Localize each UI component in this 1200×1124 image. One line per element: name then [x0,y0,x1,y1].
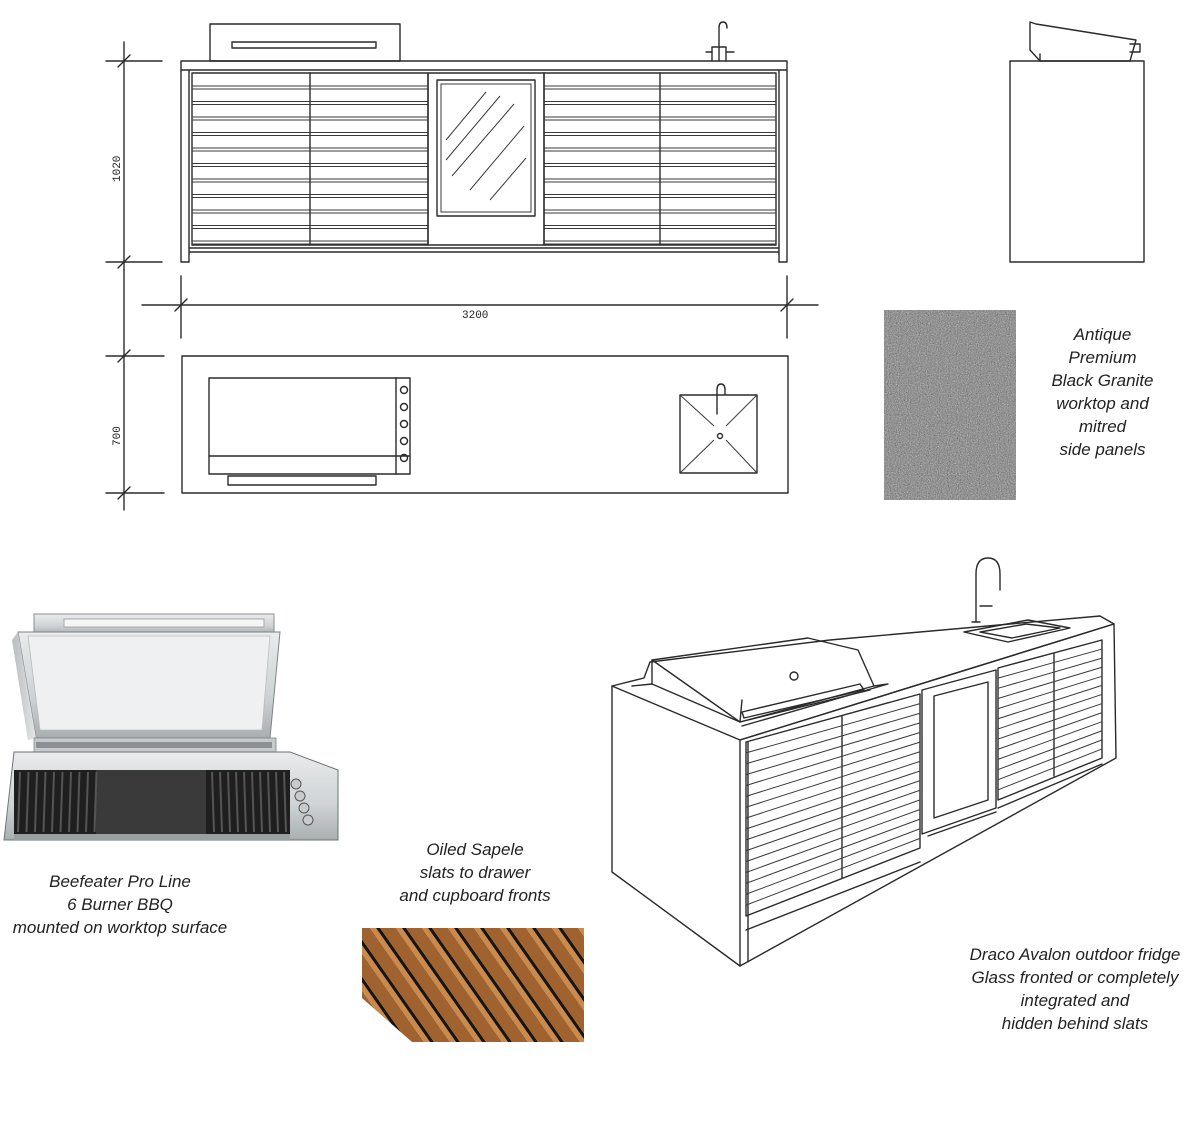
front-slats-right [544,85,776,245]
width-dimension-label: 3200 [462,310,488,322]
bbq-note: Beefeater Pro Line 6 Burner BBQ mounted … [12,872,228,937]
perspective-sketch [611,557,1117,967]
side-panels-elevation [180,69,788,263]
tap-plan-icon [716,383,726,415]
bbq-control-knobs [399,385,409,463]
worktop-elevation [180,60,788,71]
bbq-plan [208,377,411,475]
perspective-fridge [921,669,997,835]
front-elevation: 1020 3200 [105,21,819,339]
plan-view: 700 [105,269,789,511]
depth-dimension-label: 700 [112,426,124,446]
fridge-elevation [427,72,545,246]
slats-note: Oiled Sapele slats to drawer and cupboar… [399,840,551,905]
sapele-slats-photo [362,928,584,1042]
perspective-bbq [631,637,889,727]
worktop-plan [181,355,789,494]
glass-reflection-lines [445,91,527,201]
fridge-note: Draco Avalon outdoor fridge Glass fronte… [969,945,1181,1033]
height-dimension-label: 1020 [112,156,124,182]
side-elevation [1009,21,1145,263]
perspective-tap-icon [975,557,1001,623]
perspective-sink [963,619,1071,643]
tap-icon [705,21,735,62]
perspective-slats-right [997,648,1103,791]
depth-dimension: 700 [105,269,165,511]
granite-swatch [884,310,1016,500]
granite-note: Antique Premium Black Granite worktop an… [1051,325,1154,459]
width-dimension: 3200 [141,275,819,339]
height-dimension: 1020 [105,41,163,271]
perspective-slats-left [745,703,921,906]
fridge-glass-door [436,79,536,217]
sink-plan [679,394,758,474]
front-slats-left [192,85,428,245]
bbq-handle [231,41,377,49]
bbq-photo-illustration [3,613,339,841]
